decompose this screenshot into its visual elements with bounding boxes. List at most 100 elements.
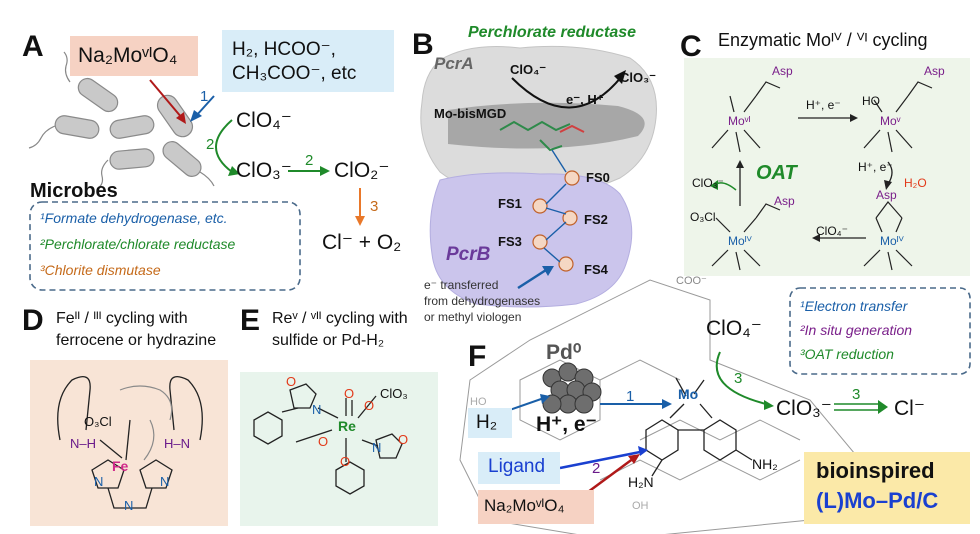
re-label: Re bbox=[338, 418, 356, 434]
panel-a-letter: A bbox=[22, 30, 44, 63]
f-step-1: 1 bbox=[626, 388, 635, 405]
fs2-label: FS2 bbox=[584, 212, 608, 227]
products-label: Cl⁻ + O₂ bbox=[322, 231, 402, 254]
f-step-3a: 3 bbox=[734, 370, 743, 387]
f-cl-label: Cl⁻ bbox=[894, 397, 925, 420]
f-h2n-label: H₂N bbox=[628, 474, 654, 490]
panel-d-letter: D bbox=[22, 304, 44, 337]
f-mo-label: Mo bbox=[678, 386, 699, 402]
b-eh-label: e⁻, H⁺ bbox=[566, 92, 604, 107]
e-line2: sulfide or Pd-H₂ bbox=[272, 332, 385, 349]
b-clo4-label: ClO₄⁻ bbox=[510, 62, 547, 77]
f-ho-label: HO bbox=[470, 396, 487, 408]
legend-1: ¹Formate dehydrogenase, etc. bbox=[40, 210, 228, 226]
oat-label: OAT bbox=[756, 162, 797, 184]
e-o-label-4: O bbox=[318, 434, 329, 449]
fs0-label: FS0 bbox=[586, 170, 610, 185]
b-note-line2: from dehydrogenases bbox=[424, 294, 541, 308]
e-background bbox=[240, 372, 438, 526]
d-o3cl-label: O₃Cl bbox=[84, 414, 112, 429]
d-nh-label: N–H bbox=[70, 436, 97, 451]
fs3-label: FS3 bbox=[498, 234, 522, 249]
c-h2o-label: H₂O bbox=[904, 176, 927, 190]
ligand-box bbox=[478, 452, 560, 484]
h2-label: H₂ bbox=[476, 412, 498, 433]
panel-e-letter: E bbox=[240, 304, 261, 337]
panel-c-letter: C bbox=[680, 30, 702, 63]
mo-iv-label-2: Moᴵⱽ bbox=[728, 234, 752, 248]
e-o-label-3: O bbox=[286, 374, 297, 389]
f-legend-3: ³OAT reduction bbox=[800, 346, 894, 362]
d-n-label-3: N bbox=[124, 498, 134, 513]
clo2-label: ClO₂⁻ bbox=[334, 159, 390, 182]
pd-label: Pd⁰ bbox=[546, 341, 582, 364]
bioinspired-line2: (L)Mo–Pd/C bbox=[816, 488, 939, 513]
fe-label: Fe bbox=[112, 458, 129, 474]
f-molybdate-box bbox=[478, 490, 594, 524]
mo-vi-label: Moᵛᴵ bbox=[728, 114, 751, 128]
d-n-label-1: N bbox=[94, 474, 104, 489]
legend-2: ²Perchlorate/chlorate reductase bbox=[40, 236, 236, 252]
c-clo4-label: ClO₄⁻ bbox=[816, 224, 848, 238]
mo-iv-label-1: Moᴵⱽ bbox=[880, 234, 904, 248]
clo3-label: ClO₃⁻ bbox=[236, 159, 292, 182]
panel-f-letter: F bbox=[468, 340, 487, 373]
b-clo3-label: ClO₃⁻ bbox=[620, 70, 656, 85]
mo-v-label: Moᵛ bbox=[880, 114, 901, 128]
clo4-label: ClO₄⁻ bbox=[236, 109, 292, 132]
c-title: Enzymatic Moᴵⱽ / ⱽᴵ cycling bbox=[718, 30, 928, 50]
e-o-label-6: O bbox=[398, 432, 409, 447]
donors-box bbox=[222, 30, 394, 92]
f-step-3b: 3 bbox=[852, 386, 861, 403]
step-3-label: 3 bbox=[370, 198, 379, 215]
e-o-label-2: O bbox=[364, 398, 375, 413]
donors-line1: H₂, HCOO⁻, bbox=[232, 39, 336, 60]
ligand-label: Ligand bbox=[488, 456, 546, 477]
e-o-label-5: O bbox=[340, 454, 351, 469]
panel-b-letter: B bbox=[412, 28, 434, 61]
molybdate-box bbox=[70, 36, 198, 76]
e-o-label-1: O bbox=[344, 386, 355, 401]
c-clo3-label: ClO₃⁻ bbox=[692, 176, 724, 190]
e-clo3-label: ClO₃ bbox=[380, 386, 408, 401]
pcrb-label: PcrB bbox=[446, 244, 491, 265]
c-background bbox=[684, 58, 970, 276]
f-step-2: 2 bbox=[592, 460, 601, 477]
b-note-line1: e⁻ transferred bbox=[424, 278, 499, 292]
fs1-label: FS1 bbox=[498, 196, 522, 211]
bioinspired-box bbox=[804, 452, 970, 524]
bioinspired-line1: bioinspired bbox=[816, 458, 935, 483]
h2-box bbox=[468, 408, 512, 438]
d-hn-label: H–N bbox=[164, 436, 191, 451]
step-1-label: 1 bbox=[200, 88, 209, 105]
asp-label-4: Asp bbox=[774, 194, 795, 208]
heminus-label: H⁺, e⁻ bbox=[536, 413, 597, 436]
legend-3: ³Chlorite dismutase bbox=[40, 262, 161, 278]
b-note-line3: or methyl viologen bbox=[424, 310, 522, 324]
donors-line2: CH₃COO⁻, etc bbox=[232, 63, 357, 84]
step-2a-label: 2 bbox=[206, 136, 215, 153]
perchlorate-reductase-title: Perchlorate reductase bbox=[468, 24, 637, 41]
e-line1: Reᵛ / ᵛᴵᴵ cycling with bbox=[272, 310, 408, 327]
pcra-label: PcrA bbox=[434, 54, 474, 73]
c-o3cl-label: O₃Cl bbox=[690, 210, 716, 224]
fs4-label: FS4 bbox=[584, 262, 608, 277]
c-ho-label: HO bbox=[862, 94, 880, 108]
d-line2: ferrocene or hydrazine bbox=[56, 332, 217, 349]
f-oh-label: OH bbox=[632, 500, 649, 512]
molybdate-label: Na₂MoᵛᴵO₄ bbox=[78, 44, 178, 67]
step-2b-label: 2 bbox=[305, 152, 314, 169]
microbes-label: Microbes bbox=[30, 180, 118, 202]
f-clo3-label: ClO₃⁻ bbox=[776, 397, 832, 420]
e-n-label-2: N bbox=[372, 440, 382, 455]
f-legend-2: ²In situ generation bbox=[800, 322, 913, 338]
c-he-label-1: H⁺, e⁻ bbox=[806, 98, 841, 112]
c-he-label-2: H⁺, e⁻ bbox=[858, 160, 893, 174]
f-nh2-label: NH₂ bbox=[752, 456, 778, 472]
f-molybdate-label: Na₂MoᵛᴵO₄ bbox=[484, 496, 565, 515]
